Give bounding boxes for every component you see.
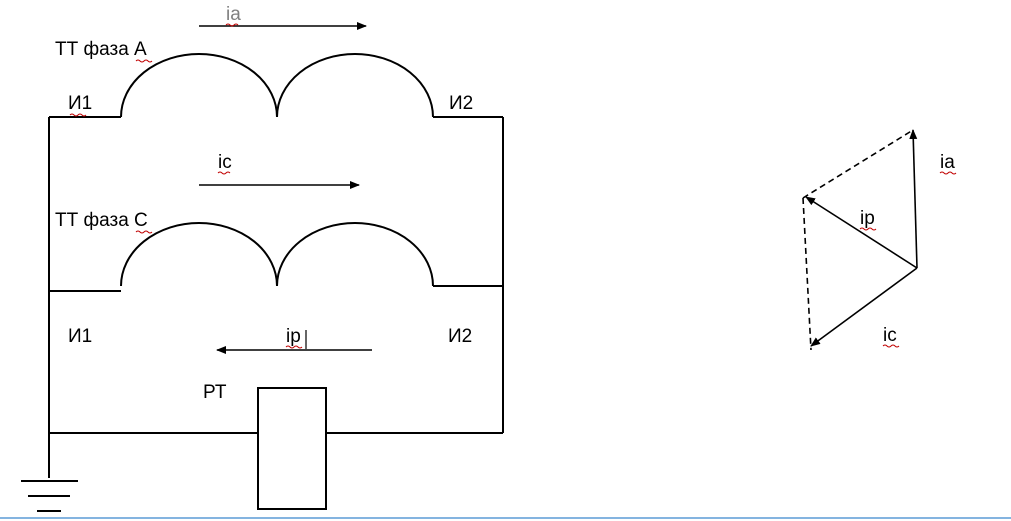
terminal-end-bottom: И2 [448,326,472,347]
relay-box [257,387,327,510]
vector-diagram: ia ip ic [802,129,957,351]
ct-phase-a [49,53,503,118]
terminal-start-top: И1 [68,93,92,114]
current-c-label: ic [218,152,232,173]
spellcheck-underline [285,345,303,349]
vector-ic-label: ic [883,325,897,346]
ct-phase-a-winding [120,53,434,118]
spellcheck-underline [217,171,231,175]
ct-phase-a-label: ТТ фаза А [55,39,147,60]
terminal-end-top: И2 [449,93,473,114]
vector-ip-label: ip [860,208,875,229]
spellcheck-underline [939,171,957,175]
spellcheck-underline [225,23,239,27]
ct-phase-c [49,222,503,292]
current-p-label: ip [286,326,301,347]
spellcheck-underline [135,59,153,63]
current-a-label: ia [226,4,241,25]
terminal-start-bottom: И1 [68,326,92,347]
vector-ia-label: ia [940,152,955,173]
relay-label: РТ [203,382,227,403]
spellcheck-underline [882,344,900,348]
vector-ip [805,196,918,269]
ground-symbol [21,480,78,512]
spellcheck-underline [69,113,87,117]
vector-dashed-left [802,197,812,351]
vector-dashed-top [802,129,914,199]
vector-ic [810,267,918,347]
spellcheck-underline [859,227,877,231]
ct-phase-c-winding [120,222,434,287]
ct-phase-c-label: ТТ фаза С [55,210,148,231]
vector-ia [909,129,918,269]
spellcheck-underline [135,230,153,234]
